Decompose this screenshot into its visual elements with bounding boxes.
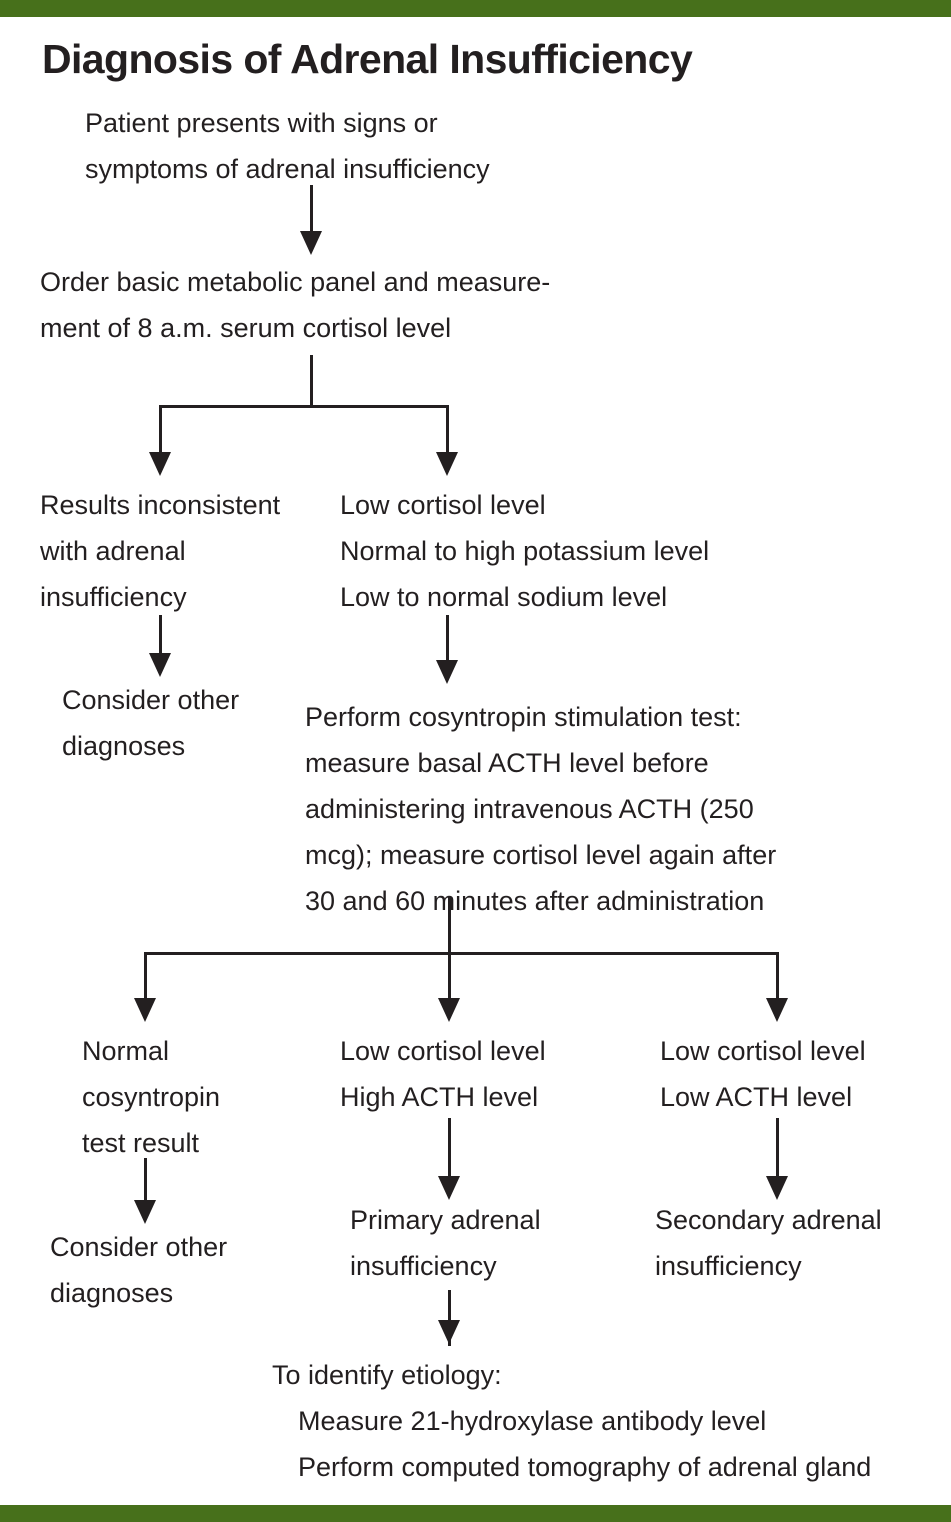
node-line: Normal — [82, 1036, 170, 1066]
arrowhead-to-normal-result — [134, 998, 156, 1022]
node-results-inconsistent: Results inconsistent with adrenal insuffic… — [40, 482, 280, 620]
connector-normal-to-consider-lower — [144, 1158, 147, 1206]
node-line: Low ACTH level — [660, 1082, 853, 1112]
arrowhead-to-consider-other-lower — [134, 1200, 156, 1224]
connector-findings-to-cosyntropin — [446, 615, 449, 666]
bottom-accent-rule — [0, 1505, 951, 1522]
connector-workup-left-drop — [159, 405, 162, 458]
node-line: High ACTH level — [340, 1082, 539, 1112]
arrowhead-to-high-acth — [438, 998, 460, 1022]
top-accent-rule — [0, 0, 951, 17]
arrowhead-to-low-acth — [766, 998, 788, 1022]
node-secondary-adrenal-insufficiency: Secondary adrenal insufficiency — [655, 1197, 882, 1289]
node-line: 30 and 60 minutes after administration — [305, 886, 765, 916]
arrowhead-to-secondary-ai — [766, 1176, 788, 1200]
node-primary-adrenal-insufficiency: Primary adrenal insufficiency — [350, 1197, 541, 1289]
node-line: measure basal ACTH level before — [305, 748, 709, 778]
connector-branch-right-drop — [776, 952, 779, 1004]
connector-workup-crossbar — [159, 405, 448, 408]
node-line: Low to normal sodium level — [340, 582, 668, 612]
node-line: Consider other — [62, 685, 240, 715]
node-patient-presents: Patient presents with signs or symptoms o… — [85, 100, 490, 192]
node-line: symptoms of adrenal insufficiency — [85, 154, 490, 184]
arrowhead-start-to-workup — [300, 231, 322, 255]
node-line: mcg); measure cortisol level again after — [305, 840, 777, 870]
node-line: cosyntropin — [82, 1082, 221, 1112]
node-line: Order basic metabolic panel and measure- — [40, 267, 551, 297]
connector-branch-middle-drop — [448, 952, 451, 1004]
node-initial-workup: Order basic metabolic panel and measure-… — [40, 259, 550, 351]
node-line: Low cortisol level — [340, 490, 546, 520]
connector-cosyntropin-stem — [448, 897, 451, 955]
arrowhead-to-cosyntropin-test — [436, 660, 458, 684]
node-normal-cosyntropin-result: Normal cosyntropin test result — [82, 1028, 220, 1166]
node-line: diagnoses — [50, 1278, 174, 1308]
node-line: with adrenal — [40, 536, 186, 566]
node-line: Normal to high potassium level — [340, 536, 710, 566]
connector-primary-to-etiology — [448, 1290, 451, 1346]
node-consider-other-upper: Consider other diagnoses — [62, 677, 239, 769]
connector-cosyntropin-crossbar — [144, 952, 777, 955]
arrowhead-to-primary-ai — [438, 1176, 460, 1200]
node-consider-other-lower: Consider other diagnoses — [50, 1224, 227, 1316]
node-line: Low cortisol level — [340, 1036, 546, 1066]
node-line: Perform cosyntropin stimulation test: — [305, 702, 742, 732]
node-line: diagnoses — [62, 731, 186, 761]
connector-low-acth-to-secondary — [776, 1118, 779, 1182]
connector-inconsistent-to-consider — [159, 615, 162, 659]
connector-start-to-workup — [310, 185, 313, 237]
arrowhead-to-etiology — [438, 1320, 460, 1344]
node-line: insufficiency — [350, 1251, 497, 1281]
node-line: Consider other — [50, 1232, 228, 1262]
arrowhead-to-consider-other-upper — [149, 653, 171, 677]
node-line: Low cortisol level — [660, 1036, 866, 1066]
node-line: insufficiency — [40, 582, 187, 612]
node-line: Patient presents with signs or — [85, 108, 438, 138]
node-line: ment of 8 a.m. serum cortisol level — [40, 313, 452, 343]
arrowhead-to-results-inconsistent — [149, 452, 171, 476]
node-etiology-heading: To identify etiology: — [272, 1352, 502, 1398]
node-line: test result — [82, 1128, 200, 1158]
node-line: administering intravenous ACTH (250 — [305, 794, 754, 824]
etiology-item: Measure 21-hydroxylase antibody level — [298, 1406, 767, 1436]
connector-workup-stem — [310, 355, 313, 408]
connector-branch-left-drop — [144, 952, 147, 1004]
node-line: insufficiency — [655, 1251, 802, 1281]
node-line: Results inconsistent — [40, 490, 281, 520]
etiology-heading: To identify etiology: — [272, 1360, 502, 1390]
node-line: Secondary adrenal — [655, 1205, 882, 1235]
page-title: Diagnosis of Adrenal Insufficiency — [42, 36, 693, 82]
connector-high-acth-to-primary — [448, 1118, 451, 1182]
etiology-item: Perform computed tomography of adrenal g… — [298, 1452, 872, 1482]
connector-workup-right-drop — [446, 405, 449, 458]
arrowhead-to-low-cortisol — [436, 452, 458, 476]
node-cosyntropin-test: Perform cosyntropin stimulation test: mea… — [305, 694, 776, 924]
node-line: Primary adrenal — [350, 1205, 541, 1235]
